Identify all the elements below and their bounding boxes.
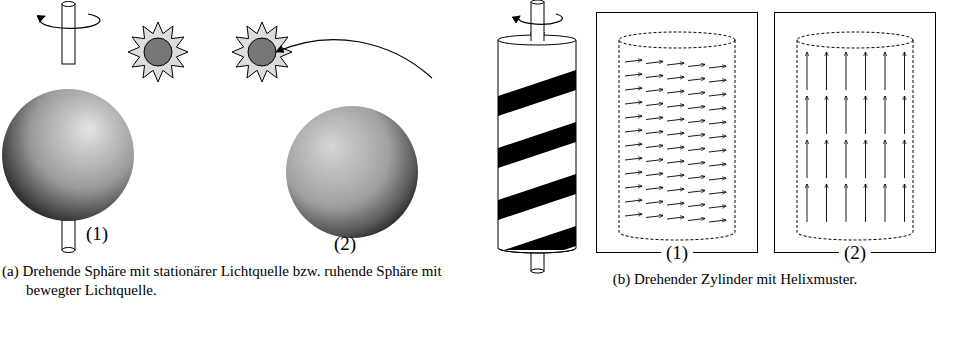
panel-number: (2) [839, 242, 871, 264]
motion-arrow [276, 40, 432, 78]
moving-light-source [232, 22, 292, 82]
resting-sphere [286, 106, 418, 238]
panel-frame: (2) [774, 12, 936, 253]
vector-fields [619, 32, 913, 240]
panel-number: (1) [661, 242, 693, 264]
panel-frame: (1) [596, 12, 758, 253]
callout-number: (1) [86, 222, 108, 245]
caption: (b) Drehender Zylinder mit Helixmuster. [590, 270, 880, 289]
caption: (a) Drehende Sphäre mit stationärer Lich… [2, 262, 442, 300]
rotating-cylinder [498, 0, 576, 273]
rotating-sphere [2, 2, 134, 253]
callout-number: (2) [334, 232, 356, 255]
light-source [128, 22, 188, 82]
